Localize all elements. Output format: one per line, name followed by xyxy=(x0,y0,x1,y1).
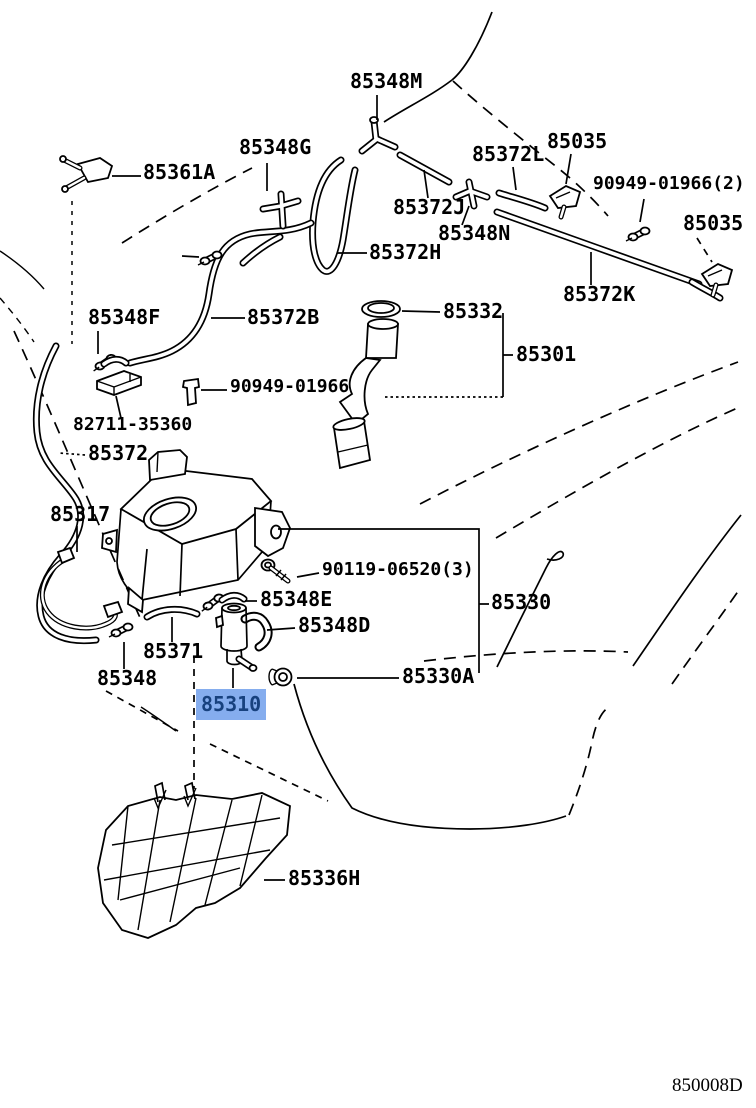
figure-code: 850008D xyxy=(672,1075,743,1096)
washer-tank-drawing xyxy=(101,449,291,614)
car-body-lines xyxy=(0,11,743,830)
part-label-90119-06520-3[interactable]: 90119-06520(3) xyxy=(322,559,474,580)
part-label-85372h[interactable]: 85372H xyxy=(369,240,442,264)
part-label-85348n[interactable]: 85348N xyxy=(438,221,511,245)
washer-nozzle-85361a-drawing xyxy=(59,155,114,193)
clamp-90949-right-drawing xyxy=(626,228,650,242)
part-label-85336h[interactable]: 85336H xyxy=(288,866,361,890)
hose-joint-85348m-drawing xyxy=(362,116,395,151)
part-label-82711-35360[interactable]: 82711-35360 xyxy=(73,414,193,435)
part-label-85035-top[interactable]: 85035 xyxy=(547,129,608,153)
part-label-90949-01966-2-right[interactable]: 90949-01966(2) xyxy=(593,173,745,194)
part-label-85348g[interactable]: 85348G xyxy=(239,135,312,159)
part-label-85330[interactable]: 85330 xyxy=(491,590,552,614)
part-label-85361a[interactable]: 85361A xyxy=(143,160,216,184)
part-label-85372b[interactable]: 85372B xyxy=(247,305,320,329)
washer-pump-85310-drawing xyxy=(215,602,258,672)
part-label-85372[interactable]: 85372 xyxy=(88,441,149,465)
part-label-85301[interactable]: 85301 xyxy=(516,342,577,366)
grommet-90949-middle-drawing xyxy=(181,377,200,407)
part-label-85372l[interactable]: 85372L xyxy=(472,142,545,166)
grommet-85330a-drawing xyxy=(268,667,293,687)
hose-elbow-85348d-drawing xyxy=(245,616,268,647)
level-sensor-harness-85317-drawing xyxy=(42,546,124,628)
part-label-90949-01966[interactable]: 90949-01966 xyxy=(230,376,350,397)
filler-neck-85301-drawing xyxy=(332,300,401,470)
bolt-90119-drawing xyxy=(260,558,291,584)
hose-joint-85348g-drawing xyxy=(263,194,298,226)
part-label-85372j[interactable]: 85372J xyxy=(393,195,466,219)
deflector-shield-85336h-drawing xyxy=(97,781,291,939)
hose-elbow-85348f-drawing xyxy=(92,354,126,371)
part-label-85332[interactable]: 85332 xyxy=(443,299,504,323)
washer-nozzle-85035-top-drawing xyxy=(550,186,580,217)
part-label-85330a[interactable]: 85330A xyxy=(402,664,475,688)
part-label-85348e[interactable]: 85348E xyxy=(260,587,333,611)
part-label-85348d[interactable]: 85348D xyxy=(298,613,371,637)
leader-lines xyxy=(58,95,713,881)
part-label-85348m[interactable]: 85348M xyxy=(350,69,423,93)
part-label-85348[interactable]: 85348 xyxy=(97,666,158,690)
clamp-85348-drawing xyxy=(109,624,133,638)
part-label-85310-highlighted[interactable]: 85310 xyxy=(196,689,267,720)
part-label-85035-right[interactable]: 85035 xyxy=(683,211,744,235)
part-label-85317[interactable]: 85317 xyxy=(50,502,111,526)
part-label-85372k[interactable]: 85372K xyxy=(563,282,636,306)
part-label-85371[interactable]: 85371 xyxy=(143,639,204,663)
part-label-85348f[interactable]: 85348F xyxy=(88,305,161,329)
bracket-82711-drawing xyxy=(96,370,142,396)
